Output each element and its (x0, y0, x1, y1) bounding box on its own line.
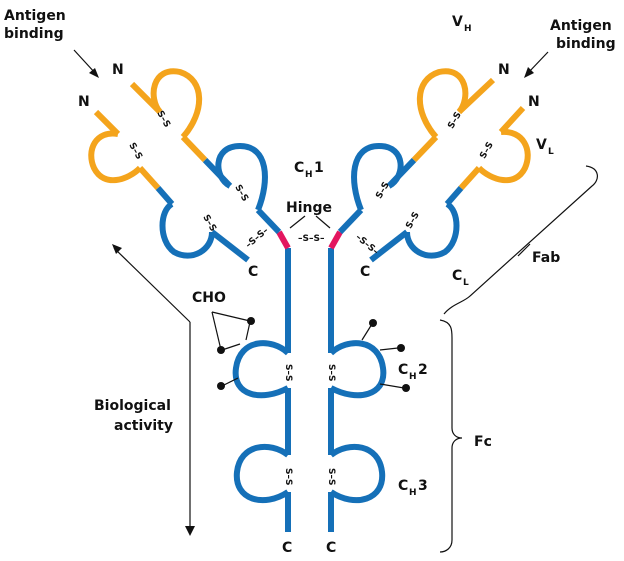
biological-activity-arrow (112, 244, 195, 536)
antigen-binding-right-line2: binding (556, 36, 616, 52)
cl-subscript: L (463, 278, 469, 288)
disulfide-hinge: –S–S– (298, 234, 325, 244)
heavy-chain-left-arm (129, 68, 282, 235)
ch1-number: 1 (314, 160, 324, 176)
fc-label: Fc (474, 434, 492, 450)
ch2-number: 2 (418, 362, 428, 378)
glycan-dot (369, 319, 377, 327)
vl-subscript: L (548, 147, 554, 157)
antigen-binding-left-line1: Antigen (4, 8, 66, 24)
disulfide-cl-right: S–S (404, 211, 421, 231)
disulfide-ch1-cl-right: –S–S– (353, 233, 380, 258)
disulfide-ch2-right: S–S (326, 364, 336, 381)
disulfide-ch3-right: S–S (326, 468, 336, 485)
cho-glycans (211, 311, 410, 392)
n-terminus-right-light: N (528, 94, 540, 110)
antigen-arrow-left (73, 49, 99, 78)
antigen-arrow-right (524, 51, 549, 78)
disulfide-vl-right: S–S (478, 141, 495, 161)
fab-label: Fab (532, 250, 560, 266)
ch1-label: C (294, 160, 304, 176)
fab-brace (443, 165, 598, 315)
hinge-left-segment (276, 230, 291, 250)
disulfide-ch2-left: S–S (283, 364, 293, 381)
n-terminus-right-heavy: N (498, 62, 510, 78)
disulfide-ch1-left: S–S (232, 183, 249, 203)
vh-label: V (452, 14, 463, 30)
vl-label: V (536, 137, 547, 153)
ch3-label: C (398, 478, 408, 494)
ch3-number: 3 (418, 478, 428, 494)
c-terminus-right-heavy: C (326, 540, 336, 556)
hinge-callout-right (315, 215, 331, 229)
fab-brace-tip (517, 243, 531, 257)
glycan-dot (247, 317, 255, 325)
cl-label: C (452, 268, 462, 284)
c-terminus-left-heavy: C (282, 540, 292, 556)
vh-subscript: H (464, 24, 472, 34)
ch2-label: C (398, 362, 408, 378)
hinge-right-segment (328, 230, 343, 250)
heavy-chain-left-fc (232, 248, 291, 532)
glycan-dot (397, 344, 405, 352)
disulfide-vh-left: S–S (154, 109, 171, 129)
glycan-dot (402, 384, 410, 392)
heavy-chain-right-arm (337, 68, 496, 235)
ch2-subscript: H (409, 372, 417, 382)
biological-activity-line2: activity (114, 418, 173, 434)
light-chain-right (369, 105, 531, 263)
disulfide-ch3-left: S–S (283, 468, 293, 485)
n-terminus-left-heavy: N (112, 62, 124, 78)
hinge-callout-left (289, 215, 306, 229)
n-terminus-left-light: N (78, 94, 90, 110)
disulfide-ch1-cl-left: –S–S– (244, 226, 271, 251)
disulfide-bonds: –S–S– –S–S– –S–S– S–S S–S S–S S–S S–S S–… (126, 109, 495, 485)
c-terminus-left-light: C (248, 264, 258, 280)
c-terminus-right-light: C (360, 264, 370, 280)
glycan-dot (217, 382, 225, 390)
light-chain-left (88, 109, 250, 263)
ch3-subscript: H (409, 488, 417, 498)
disulfide-vl-left: S–S (126, 141, 143, 161)
antigen-binding-left-line2: binding (4, 26, 64, 42)
hinge-label: Hinge (286, 200, 332, 216)
ch1-subscript: H (305, 170, 313, 180)
fc-brace (439, 319, 463, 553)
antigen-binding-right-line1: Antigen (550, 18, 612, 34)
biological-activity-line1: Biological (94, 398, 171, 414)
cho-label: CHO (192, 290, 226, 306)
heavy-chain-right-fc (328, 248, 387, 532)
disulfide-cl-left: S–S (200, 213, 217, 233)
